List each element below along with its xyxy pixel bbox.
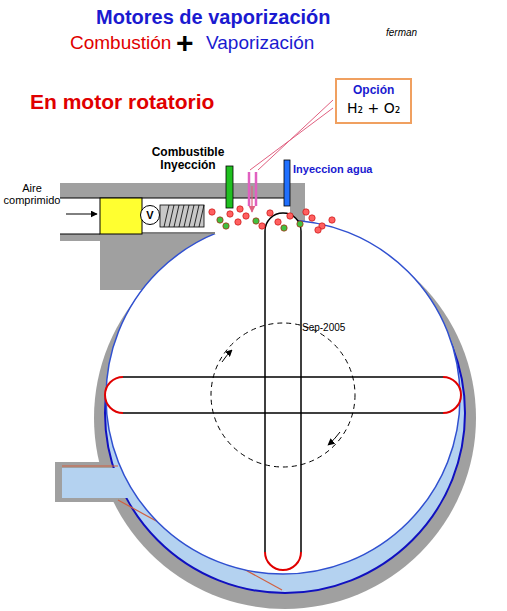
h2-o2-injector (248, 172, 251, 206)
rotation-arrow (328, 432, 340, 445)
leader-line (250, 108, 333, 170)
node-heading: V (146, 208, 153, 222)
combustion-spray (209, 206, 335, 233)
air-arrow (66, 214, 97, 215)
injector-label: Inyeccion agua (293, 163, 372, 175)
leader-line (258, 100, 333, 170)
fuel-injector (226, 166, 233, 208)
section-heading: En motor rotatorio (30, 90, 214, 113)
vanes (105, 213, 461, 570)
rotation-arrow (222, 350, 232, 362)
title: Motores de vaporización (96, 6, 331, 28)
valve-stem (160, 205, 204, 227)
injector-label: Combustible Inyección (146, 146, 230, 172)
valve-spring (164, 205, 204, 227)
water-injector (284, 160, 290, 206)
author-mark: ferman (386, 27, 417, 38)
inlet-label: Aire comprimido (3, 182, 61, 206)
valve-circle: V (140, 205, 160, 225)
plus-sign: + (176, 26, 194, 59)
rotation-path (211, 323, 355, 467)
option-box: OpciónH₂ + O₂ (335, 78, 412, 124)
date-note: Sep-2005 (302, 322, 345, 333)
node-body: H₂ + O₂ (347, 99, 400, 117)
air-chamber (100, 198, 142, 234)
subtitle-word: Vaporización (206, 33, 314, 54)
subtitle-word: Combustión (70, 33, 171, 54)
node-heading: Opción (347, 83, 400, 99)
